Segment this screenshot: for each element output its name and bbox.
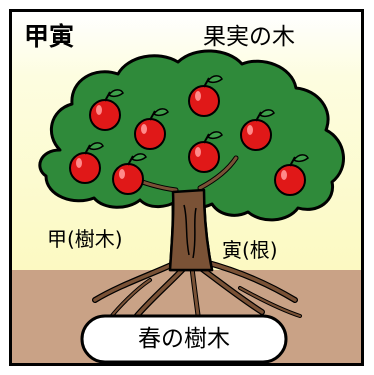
- apple-8: [274, 154, 309, 196]
- caption-text: 春の樹木: [138, 325, 230, 352]
- roots-label: 寅(根): [222, 238, 278, 262]
- trunk-label: 甲(樹木): [47, 227, 123, 251]
- apple-1: [89, 89, 124, 131]
- title-text: 甲寅: [24, 22, 75, 51]
- apple-4: [240, 109, 275, 151]
- caption-pill: [80, 314, 288, 364]
- apple-2: [188, 75, 223, 117]
- apple-5: [69, 142, 104, 184]
- apple-7: [188, 131, 223, 173]
- apple-3: [134, 108, 169, 150]
- apple-6: [112, 153, 147, 195]
- subtitle-text: 果実の木: [203, 24, 295, 50]
